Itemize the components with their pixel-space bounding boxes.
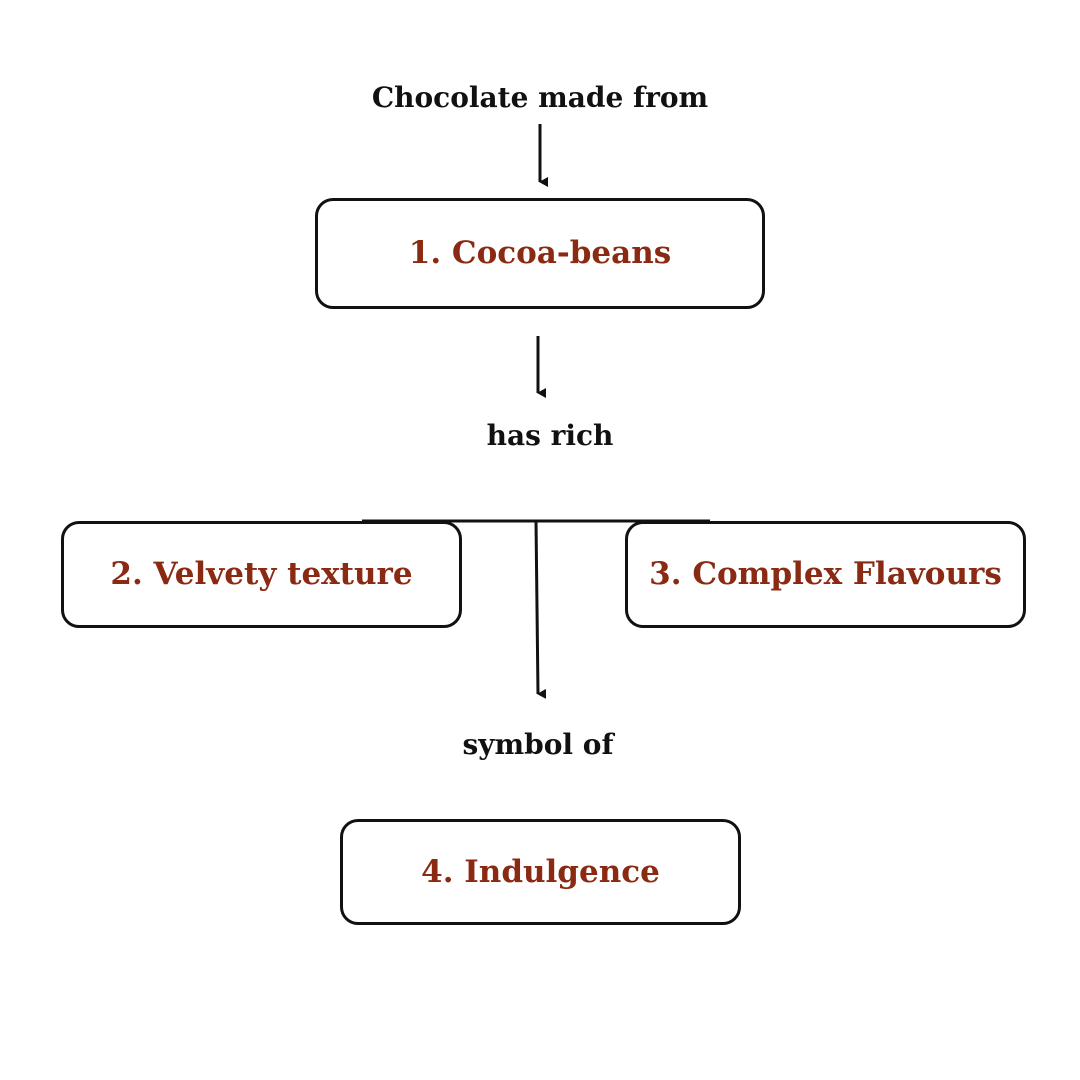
node-label: 4. Indulgence bbox=[421, 853, 660, 890]
node-indulgence: 4. Indulgence bbox=[340, 819, 741, 925]
node-velvety-texture: 2. Velvety texture bbox=[61, 521, 462, 628]
node-label: 2. Velvety texture bbox=[110, 556, 413, 592]
node-label: 1. Cocoa-beans bbox=[408, 235, 672, 271]
arrow-to-symbol-of bbox=[534, 520, 547, 699]
connector-label-made-from: Chocolate made from bbox=[371, 81, 709, 114]
node-label: 3. Complex Flavours bbox=[649, 556, 1002, 592]
connector-label-has-rich: has rich bbox=[486, 419, 614, 452]
node-complex-flavours: 3. Complex Flavours bbox=[625, 521, 1026, 628]
node-cocoa-beans: 1. Cocoa-beans bbox=[315, 198, 765, 309]
connector-label-symbol-of: symbol of bbox=[462, 728, 614, 761]
